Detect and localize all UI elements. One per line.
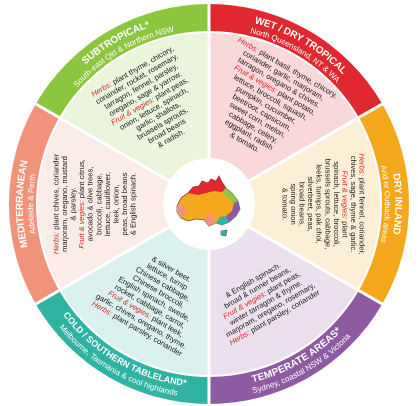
region-title-dry_inland: DRY INLAND [390,173,403,236]
outer-bands [8,4,409,404]
separator-5 [35,225,170,306]
segment-temperate [209,227,358,376]
band-mediterranean [8,104,61,304]
planting-line: spring onion [289,183,298,224]
planting-line: spinach, lettuce, broccoli, [332,161,341,246]
segment-dry_inland [248,118,381,290]
planting-line: silverbeet, peas, [306,176,315,231]
band-temperate [209,290,383,404]
map-tasmania [220,229,228,237]
planting-line: & tomato. [280,188,289,221]
australia-map [166,161,252,247]
planting-line: & English spinach. [129,173,138,235]
map-mediterranean-zone-south [204,213,216,226]
planting-line: leeks, turnips, pak choi, [315,164,324,243]
planting-text-dry_inland: Herbs: plant fennel, coriander,chives, s… [280,153,366,254]
map-temperate-zone [226,201,240,222]
band-divider-ring [36,31,382,377]
band-wet_dry [209,4,383,118]
region-title-mediterranean: MEDITERRANEAN [15,159,31,248]
band-cold [35,290,209,404]
segment-wet_dry [209,32,358,181]
inner-segments [36,32,381,376]
planting-line: marjoram, oregano, mustard [60,156,69,252]
map-subtropical-zone [222,188,238,203]
segment-subtropical [60,32,210,181]
planting-line: Herbs: plant chives, coriander [51,153,60,254]
planting-line: Fruit & vegies: plant citrus, [77,159,86,249]
segment-cold [60,227,210,376]
planting-line: lettuce, cauliflower, [103,172,112,236]
separator-3 [248,225,383,306]
planting-line: broccoli, cabbage, [94,173,103,235]
planting-line: brussels sprouts, cabbage, [323,159,332,250]
planting-line: peas, broad beans [120,172,129,235]
planting-line: leek, onion, [112,185,121,224]
planting-line: Fruit & vegies: plant [341,170,350,238]
planting-line: avocado & olive trees, [86,167,95,242]
planting-line: chives, sage, thyme & garlic. [349,156,358,253]
planting-line: broad beans, [298,182,307,226]
region-subtitle-mediterranean: Adelaide & Perth [26,173,37,234]
separator-0 [35,102,170,183]
map-mediterranean-zone-west [177,204,186,218]
band-subtropical [35,4,209,118]
region-subtitle-dry_inland: Arid or Outback areas [379,164,392,243]
separator-2 [248,102,383,183]
segment-mediterranean [36,118,170,290]
planting-line: & parsley. [69,187,78,220]
map-tropical-zone [188,176,226,195]
planting-line: Herbs: plant fennel, coriander, [358,153,367,254]
map-cold-zone [216,216,229,225]
band-dry_inland [357,104,409,304]
segment-separators [35,4,383,404]
